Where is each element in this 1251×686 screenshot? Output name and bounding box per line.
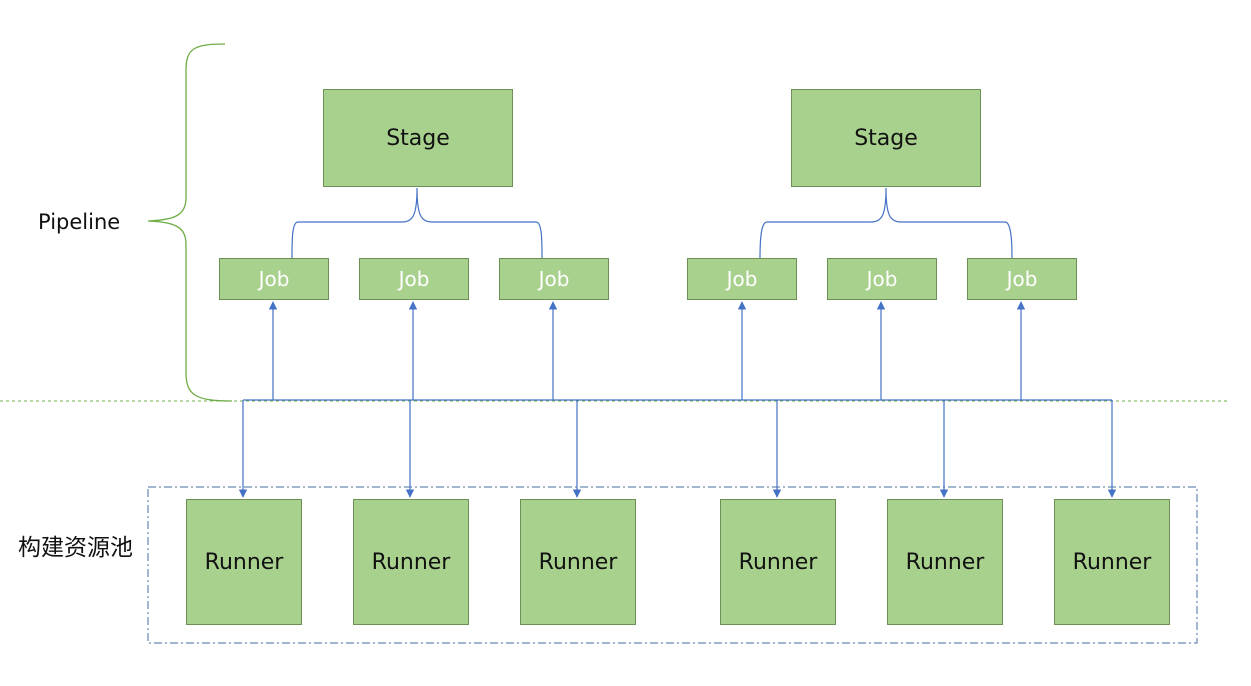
job-node: Job [967, 258, 1077, 300]
runner-label: Runner [905, 549, 985, 575]
runner-label: Runner [1072, 549, 1152, 575]
runner-node: Runner [353, 499, 469, 625]
job-label: Job [1006, 267, 1038, 291]
stage-2-job-bracket [759, 187, 1013, 259]
runner-label: Runner [371, 549, 451, 575]
pipeline-brace [147, 43, 233, 402]
stage-1-job-bracket [291, 187, 543, 259]
stage-node-2: Stage [791, 89, 981, 187]
runner-node: Runner [720, 499, 836, 625]
stage-label: Stage [386, 125, 450, 151]
stage-label: Stage [854, 125, 918, 151]
runner-node: Runner [520, 499, 636, 625]
job-label: Job [726, 267, 758, 291]
job-node: Job [499, 258, 609, 300]
runner-label: Runner [738, 549, 818, 575]
job-node: Job [827, 258, 937, 300]
runner-node: Runner [1054, 499, 1170, 625]
stage-node-1: Stage [323, 89, 513, 187]
job-label: Job [258, 267, 290, 291]
job-label: Job [398, 267, 430, 291]
job-node: Job [359, 258, 469, 300]
job-label: Job [866, 267, 898, 291]
job-label: Job [538, 267, 570, 291]
runner-label: Runner [538, 549, 618, 575]
runner-pool-frame [147, 486, 1198, 644]
job-node: Job [219, 258, 329, 300]
runner-label: Runner [204, 549, 284, 575]
pipeline-label: Pipeline [38, 210, 121, 234]
runner-node: Runner [887, 499, 1003, 625]
runner-node: Runner [186, 499, 302, 625]
resource-pool-label: 构建资源池 [18, 535, 133, 561]
job-node: Job [687, 258, 797, 300]
